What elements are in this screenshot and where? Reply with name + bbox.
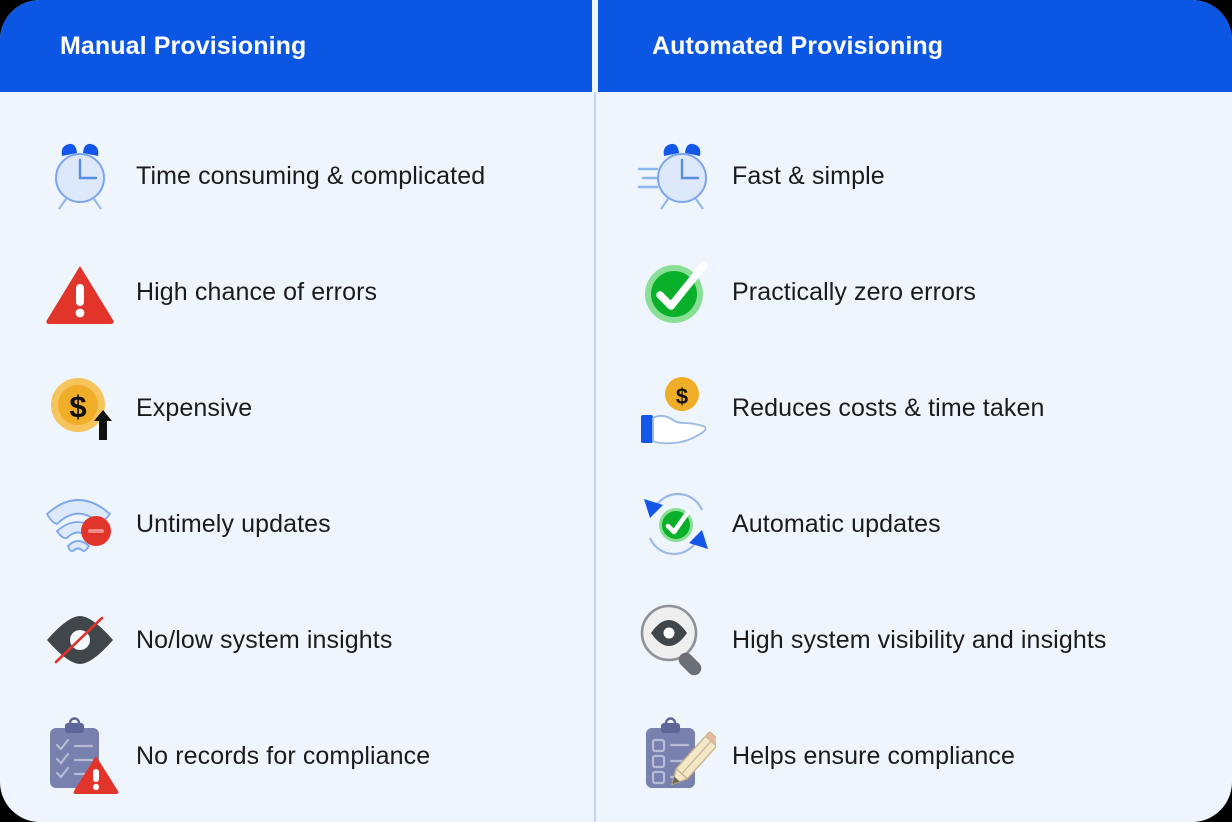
list-item: High system visibility and insights [596, 582, 1232, 698]
warning-triangle-icon [40, 252, 120, 332]
eye-slash-icon [40, 600, 120, 680]
list-item-label: No/low system insights [136, 625, 393, 654]
column-header-manual: Manual Provisioning [0, 0, 592, 92]
column-header-automated-label: Automated Provisioning [652, 31, 944, 60]
clipboard-pencil-icon [636, 716, 716, 796]
list-item-label: Time consuming & complicated [136, 161, 486, 190]
list-item: Automatic updates [596, 466, 1232, 582]
list-item: No records for compliance [0, 698, 594, 814]
list-item-label: High system visibility and insights [732, 625, 1107, 654]
table-header-row: Manual Provisioning Automated Provisioni… [0, 0, 1232, 92]
clipboard-warning-icon [40, 716, 120, 796]
column-header-manual-label: Manual Provisioning [60, 31, 307, 60]
automated-provisioning-column: Fast & simple Practically zero errors $ [596, 92, 1232, 822]
list-item-label: High chance of errors [136, 277, 378, 306]
header-divider-gap [592, 0, 598, 92]
list-item: No/low system insights [0, 582, 594, 698]
green-check-circle-icon [636, 252, 716, 332]
magnifier-eye-icon [636, 600, 716, 680]
list-item-label: Reduces costs & time taken [732, 393, 1045, 422]
column-header-automated: Automated Provisioning [598, 0, 1232, 92]
hand-coin-icon: $ [636, 368, 716, 448]
list-item-label: Automatic updates [732, 509, 941, 538]
svg-text:$: $ [69, 389, 86, 424]
list-item: Time consuming & complicated [0, 118, 594, 234]
list-item-label: Expensive [136, 393, 253, 422]
fast-alarm-clock-icon [636, 136, 716, 216]
list-item-label: Helps ensure compliance [732, 741, 1016, 770]
list-item-label: Practically zero errors [732, 277, 977, 306]
list-item: Fast & simple [596, 118, 1232, 234]
refresh-check-icon [636, 484, 716, 564]
svg-text:$: $ [676, 384, 688, 409]
list-item: $ Reduces costs & time taken [596, 350, 1232, 466]
coin-up-arrow-icon: $ [40, 368, 120, 448]
wifi-error-icon [40, 484, 120, 564]
list-item: $ Expensive [0, 350, 594, 466]
list-item: Helps ensure compliance [596, 698, 1232, 814]
list-item: Untimely updates [0, 466, 594, 582]
alarm-clock-icon [40, 136, 120, 216]
list-item-label: Untimely updates [136, 509, 331, 538]
manual-provisioning-column: Time consuming & complicated High chance… [0, 92, 594, 822]
list-item-label: Fast & simple [732, 161, 885, 190]
list-item: Practically zero errors [596, 234, 1232, 350]
list-item: High chance of errors [0, 234, 594, 350]
list-item-label: No records for compliance [136, 741, 431, 770]
column-divider [594, 92, 596, 822]
